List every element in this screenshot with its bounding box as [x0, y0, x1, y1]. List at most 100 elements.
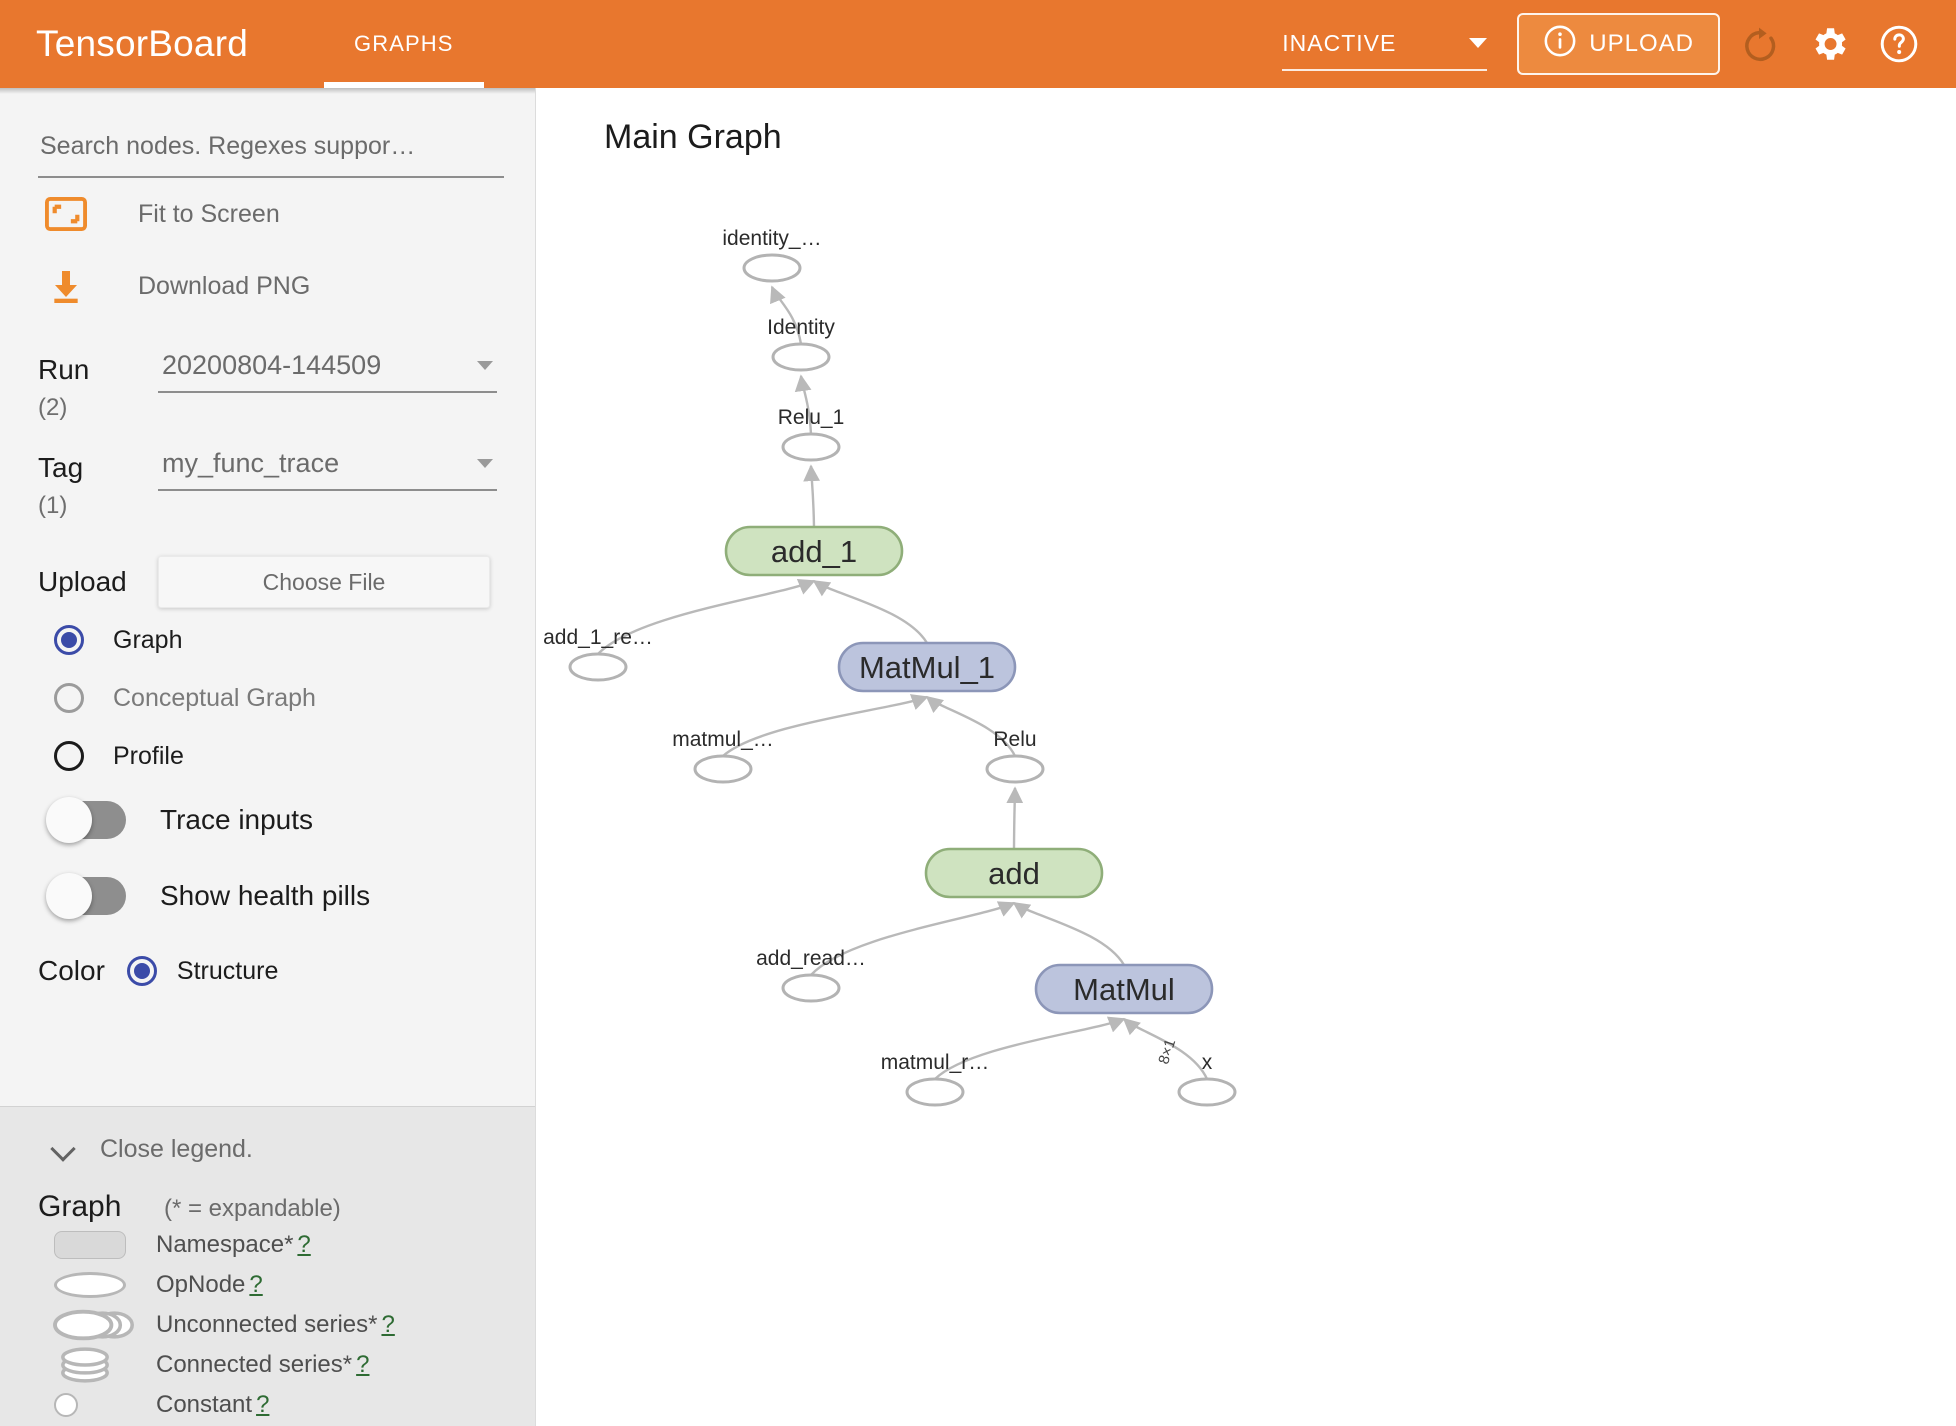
graph-edge	[810, 901, 1016, 976]
connected-series-icon	[38, 1346, 156, 1384]
search-input[interactable]	[38, 122, 504, 178]
legend-label-constant: Constant?	[156, 1391, 270, 1418]
close-legend-label: Close legend.	[100, 1135, 253, 1163]
help-link-connected-series[interactable]: ?	[356, 1351, 370, 1378]
legend-header: Graph (* = expandable)	[38, 1190, 497, 1224]
node-label: matmul_r…	[881, 1051, 990, 1074]
opnode-shape	[781, 973, 841, 1003]
legend-row-namespace: Namespace*?	[38, 1226, 497, 1264]
gear-icon[interactable]	[1798, 13, 1860, 75]
graph-node-add[interactable]: add	[924, 847, 1104, 899]
graph-edge	[794, 374, 813, 435]
graph-node-relu[interactable]: Relu	[985, 728, 1045, 784]
graph-node-add_1_read[interactable]: add_1_re…	[543, 626, 653, 682]
graph-node-matmul_1[interactable]: MatMul_1	[837, 641, 1017, 693]
radio-color-structure-label: Structure	[176, 956, 279, 985]
opnode-shape	[1177, 1077, 1237, 1107]
graph-node-identity[interactable]: Identity	[767, 316, 835, 372]
run-selected-value: 20200804-144509	[162, 350, 382, 380]
chevron-down-icon	[52, 1139, 74, 1161]
graph-node-matmul_read[interactable]: matmul_…	[672, 728, 774, 784]
run-field: Run (2) 20200804-144509	[38, 344, 497, 420]
namespace-shape	[924, 847, 1104, 899]
opnode-icon	[38, 1272, 156, 1298]
graph-edge	[597, 578, 816, 655]
help-link-namespace[interactable]: ?	[297, 1231, 311, 1258]
close-legend-button[interactable]: Close legend.	[38, 1135, 497, 1164]
graph-controls: Fit to Screen Download PNG Run (2)	[0, 88, 535, 1006]
upload-button-label: UPLOAD	[1589, 30, 1694, 57]
upload-label: Upload	[38, 566, 127, 597]
toggle-trace-inputs[interactable]: Trace inputs	[38, 782, 497, 858]
graph-node-x[interactable]: x	[1177, 1051, 1237, 1107]
legend-row-connected-series: Connected series*?	[38, 1346, 497, 1384]
toggle-show-health-pills[interactable]: Show health pills	[38, 858, 497, 934]
graph-edge	[812, 579, 929, 644]
color-field: Color Structure	[38, 936, 497, 1006]
opnode-shape	[693, 754, 753, 784]
node-label: Relu_1	[778, 406, 845, 429]
reload-icon[interactable]	[1728, 13, 1790, 75]
legend-label-namespace: Namespace*?	[156, 1231, 311, 1258]
run-count: (2)	[38, 394, 68, 421]
chevron-down-icon	[477, 361, 493, 370]
run-label-block: Run (2)	[38, 344, 158, 420]
tag-select[interactable]: my_func_trace	[158, 442, 497, 491]
choose-file-button[interactable]: Choose File	[158, 556, 490, 608]
node-label: add_1	[771, 534, 857, 569]
help-link-opnode[interactable]: ?	[249, 1271, 263, 1298]
legend-row-constant: Constant?	[38, 1386, 497, 1424]
run-select[interactable]: 20200804-144509	[158, 344, 497, 393]
node-label: add_read…	[756, 947, 866, 970]
radio-profile[interactable]: Profile	[38, 730, 497, 782]
radio-profile-indicator	[54, 741, 84, 771]
radio-conceptual-graph[interactable]: Conceptual Graph	[38, 672, 497, 724]
graph-node-relu_1[interactable]: Relu_1	[778, 406, 845, 462]
help-circle-icon[interactable]	[1868, 13, 1930, 75]
graph-edge	[1012, 902, 1126, 966]
legend-label-connected-series: Connected series*?	[156, 1351, 370, 1378]
help-link-constant[interactable]: ?	[256, 1391, 270, 1418]
opnode-shape	[905, 1077, 965, 1107]
fit-to-screen-label: Fit to Screen	[138, 199, 280, 228]
node-label: x	[1202, 1051, 1213, 1074]
help-link-unconnected-series[interactable]: ?	[381, 1311, 395, 1338]
graph-node-add_1[interactable]: add_1	[724, 525, 904, 577]
graph-node-matmul[interactable]: MatMul	[1034, 963, 1214, 1015]
toggle-show-health-pills-label: Show health pills	[160, 880, 371, 911]
graph-svg: 8×1 identity_…IdentityRelu_1add_1add_1_r…	[543, 227, 1237, 1107]
run-status-select[interactable]: INACTIVE	[1282, 17, 1488, 71]
info-circle-icon	[1543, 24, 1577, 65]
node-label: MatMul	[1073, 972, 1175, 1007]
chevron-down-icon	[477, 459, 493, 468]
graph-node-identity_1[interactable]: identity_…	[722, 227, 822, 283]
toggle-trace-inputs-switch	[46, 797, 126, 843]
node-label: Relu	[993, 728, 1036, 751]
download-icon	[38, 266, 94, 306]
opnode-shape	[985, 754, 1045, 784]
graph-edge	[722, 694, 929, 757]
sidebar: Fit to Screen Download PNG Run (2)	[0, 88, 536, 1426]
toggle-trace-inputs-label: Trace inputs	[160, 804, 314, 835]
run-label: Run	[38, 354, 90, 385]
constant-icon	[38, 1393, 156, 1417]
upload-button[interactable]: UPLOAD	[1517, 13, 1720, 75]
graph-edge	[1006, 786, 1024, 850]
tab-graphs[interactable]: GRAPHS	[324, 0, 484, 88]
graph-node-add_read[interactable]: add_read…	[756, 947, 866, 1003]
unconnected-series-icon	[38, 1308, 156, 1342]
tag-label: Tag	[38, 452, 84, 483]
legend-panel: Close legend. Graph (* = expandable) Nam…	[0, 1106, 535, 1426]
graph-edge	[934, 1016, 1126, 1080]
fit-to-screen-button[interactable]: Fit to Screen	[38, 178, 497, 250]
download-png-button[interactable]: Download PNG	[38, 250, 497, 322]
node-label: add	[988, 856, 1040, 891]
radio-color-structure-indicator[interactable]	[126, 956, 157, 986]
graph-node-matmul_r[interactable]: matmul_r…	[881, 1051, 990, 1107]
top-app-bar: TensorBoard GRAPHS INACTIVE UPLOAD	[0, 0, 1956, 88]
legend-label-opnode: OpNode?	[156, 1271, 263, 1298]
radio-graph[interactable]: Graph	[38, 614, 497, 666]
opnode-shape	[742, 253, 802, 283]
